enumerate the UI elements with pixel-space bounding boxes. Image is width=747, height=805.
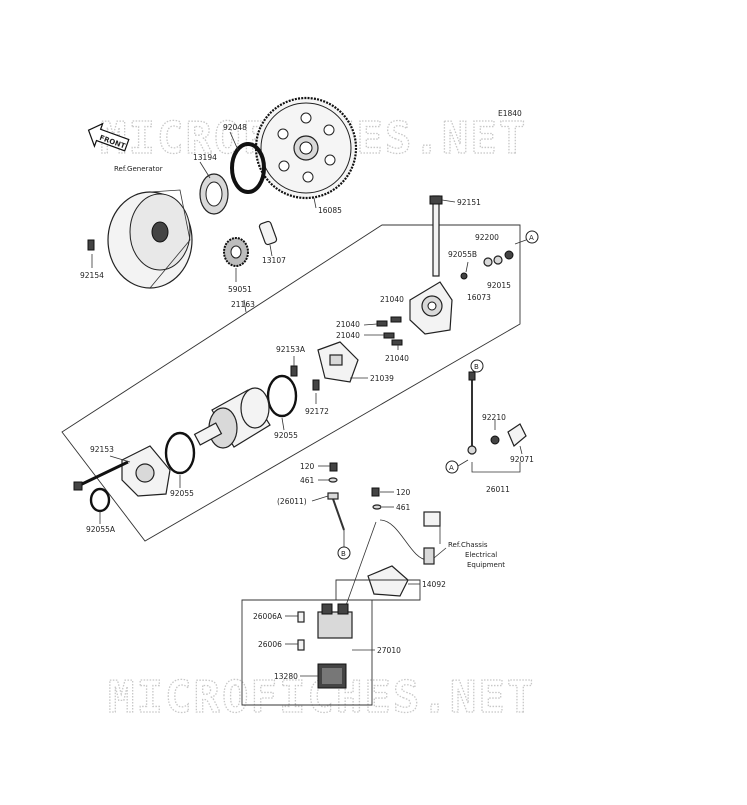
part-label-461-a: 461 (300, 476, 315, 485)
cover-14092 (367, 565, 409, 597)
o-ring-92055-upper (266, 374, 298, 418)
part-label-92055-upper: 92055 (274, 431, 298, 440)
leader-lines (91, 131, 523, 677)
part-label-16085: 16085 (318, 206, 342, 215)
part-label-27010: 27010 (377, 646, 401, 655)
brushes-21040 (376, 316, 403, 346)
part-label-21040-d: 21040 (385, 354, 409, 363)
part-label-92210: 92210 (482, 413, 506, 422)
part-label-21040-c: 21040 (336, 331, 360, 340)
part-label-92153A: 92153A (276, 345, 306, 354)
part-label-92153: 92153 (90, 445, 114, 454)
part-label-92055-lower: 92055 (170, 489, 194, 498)
fuses-26006 (297, 611, 305, 651)
washers-set (460, 250, 514, 280)
end-cover-right (409, 281, 453, 335)
part-label-120-a: 120 (300, 462, 315, 471)
ref-chassis-line-2: Electrical (465, 551, 497, 559)
part-label-26011-ref: (26011) (277, 497, 307, 506)
part-label-21040-b: 21040 (336, 320, 360, 329)
part-label-92055B: 92055B (448, 250, 477, 259)
part-label-16073: 16073 (467, 293, 491, 302)
one-way-clutch-13194 (199, 173, 229, 215)
starter-gear-16085 (254, 96, 358, 200)
callout-a-top: A (525, 230, 539, 244)
part-label-21040-a: 21040 (380, 295, 404, 304)
bolt-92153 (73, 460, 129, 491)
relay-harness (339, 511, 441, 623)
diagram-code: E1840 (498, 109, 522, 118)
part-label-92055A: 92055A (86, 525, 116, 534)
armature-yoke (193, 387, 271, 449)
part-label-13280: 13280 (274, 672, 298, 681)
svg-text:A: A (449, 464, 454, 472)
brush-holder-21039 (317, 341, 359, 383)
part-label-21163: 21163 (231, 300, 255, 309)
callout-b-bottom: B (337, 546, 351, 560)
flywheel-rotor (107, 189, 193, 289)
cable-26011-lower (327, 492, 345, 531)
part-label-21039: 21039 (370, 374, 394, 383)
idler-gear-59051 (223, 237, 249, 267)
svg-text:A: A (529, 234, 534, 242)
bolt-92154 (87, 239, 95, 251)
part-label-92015: 92015 (487, 281, 511, 290)
part-label-59051: 59051 (228, 285, 252, 294)
part-label-13107: 13107 (262, 256, 286, 265)
ref-generator-label: Ref.Generator (114, 165, 163, 173)
callout-a-bottom: A (445, 460, 459, 474)
callout-b-top: B (470, 359, 484, 373)
part-label-13194: 13194 (193, 153, 217, 162)
svg-text:B: B (341, 550, 346, 558)
case-13280 (317, 663, 347, 689)
part-label-92048: 92048 (223, 123, 247, 132)
part-label-14092: 14092 (422, 580, 446, 589)
relay-frame (241, 579, 421, 706)
starter-motor-frame (61, 224, 521, 542)
part-label-26011: 26011 (486, 485, 510, 494)
ref-chassis-line-1: Ref.Chassis (448, 541, 488, 549)
shaft-13107 (258, 220, 278, 246)
o-ring-92055A (89, 487, 111, 513)
part-label-92071: 92071 (510, 455, 534, 464)
part-label-120-b: 120 (396, 488, 411, 497)
cable-26011 (467, 371, 527, 473)
part-label-26006: 26006 (258, 640, 282, 649)
part-label-461-b: 461 (396, 503, 411, 512)
part-label-26006A: 26006A (253, 612, 283, 621)
svg-text:B: B (474, 363, 479, 371)
o-ring-92055-lower (164, 431, 196, 475)
part-label-92151: 92151 (457, 198, 481, 207)
ring-92048 (230, 142, 266, 194)
part-label-92200: 92200 (475, 233, 499, 242)
bolts-120-461 (328, 462, 382, 510)
part-label-92154: 92154 (80, 271, 104, 280)
starter-relay-27010 (317, 603, 353, 639)
part-label-92172: 92172 (305, 407, 329, 416)
bolt-92151 (429, 195, 443, 277)
ref-chassis-line-3: Equipment (467, 561, 505, 569)
front-cover (121, 445, 171, 497)
